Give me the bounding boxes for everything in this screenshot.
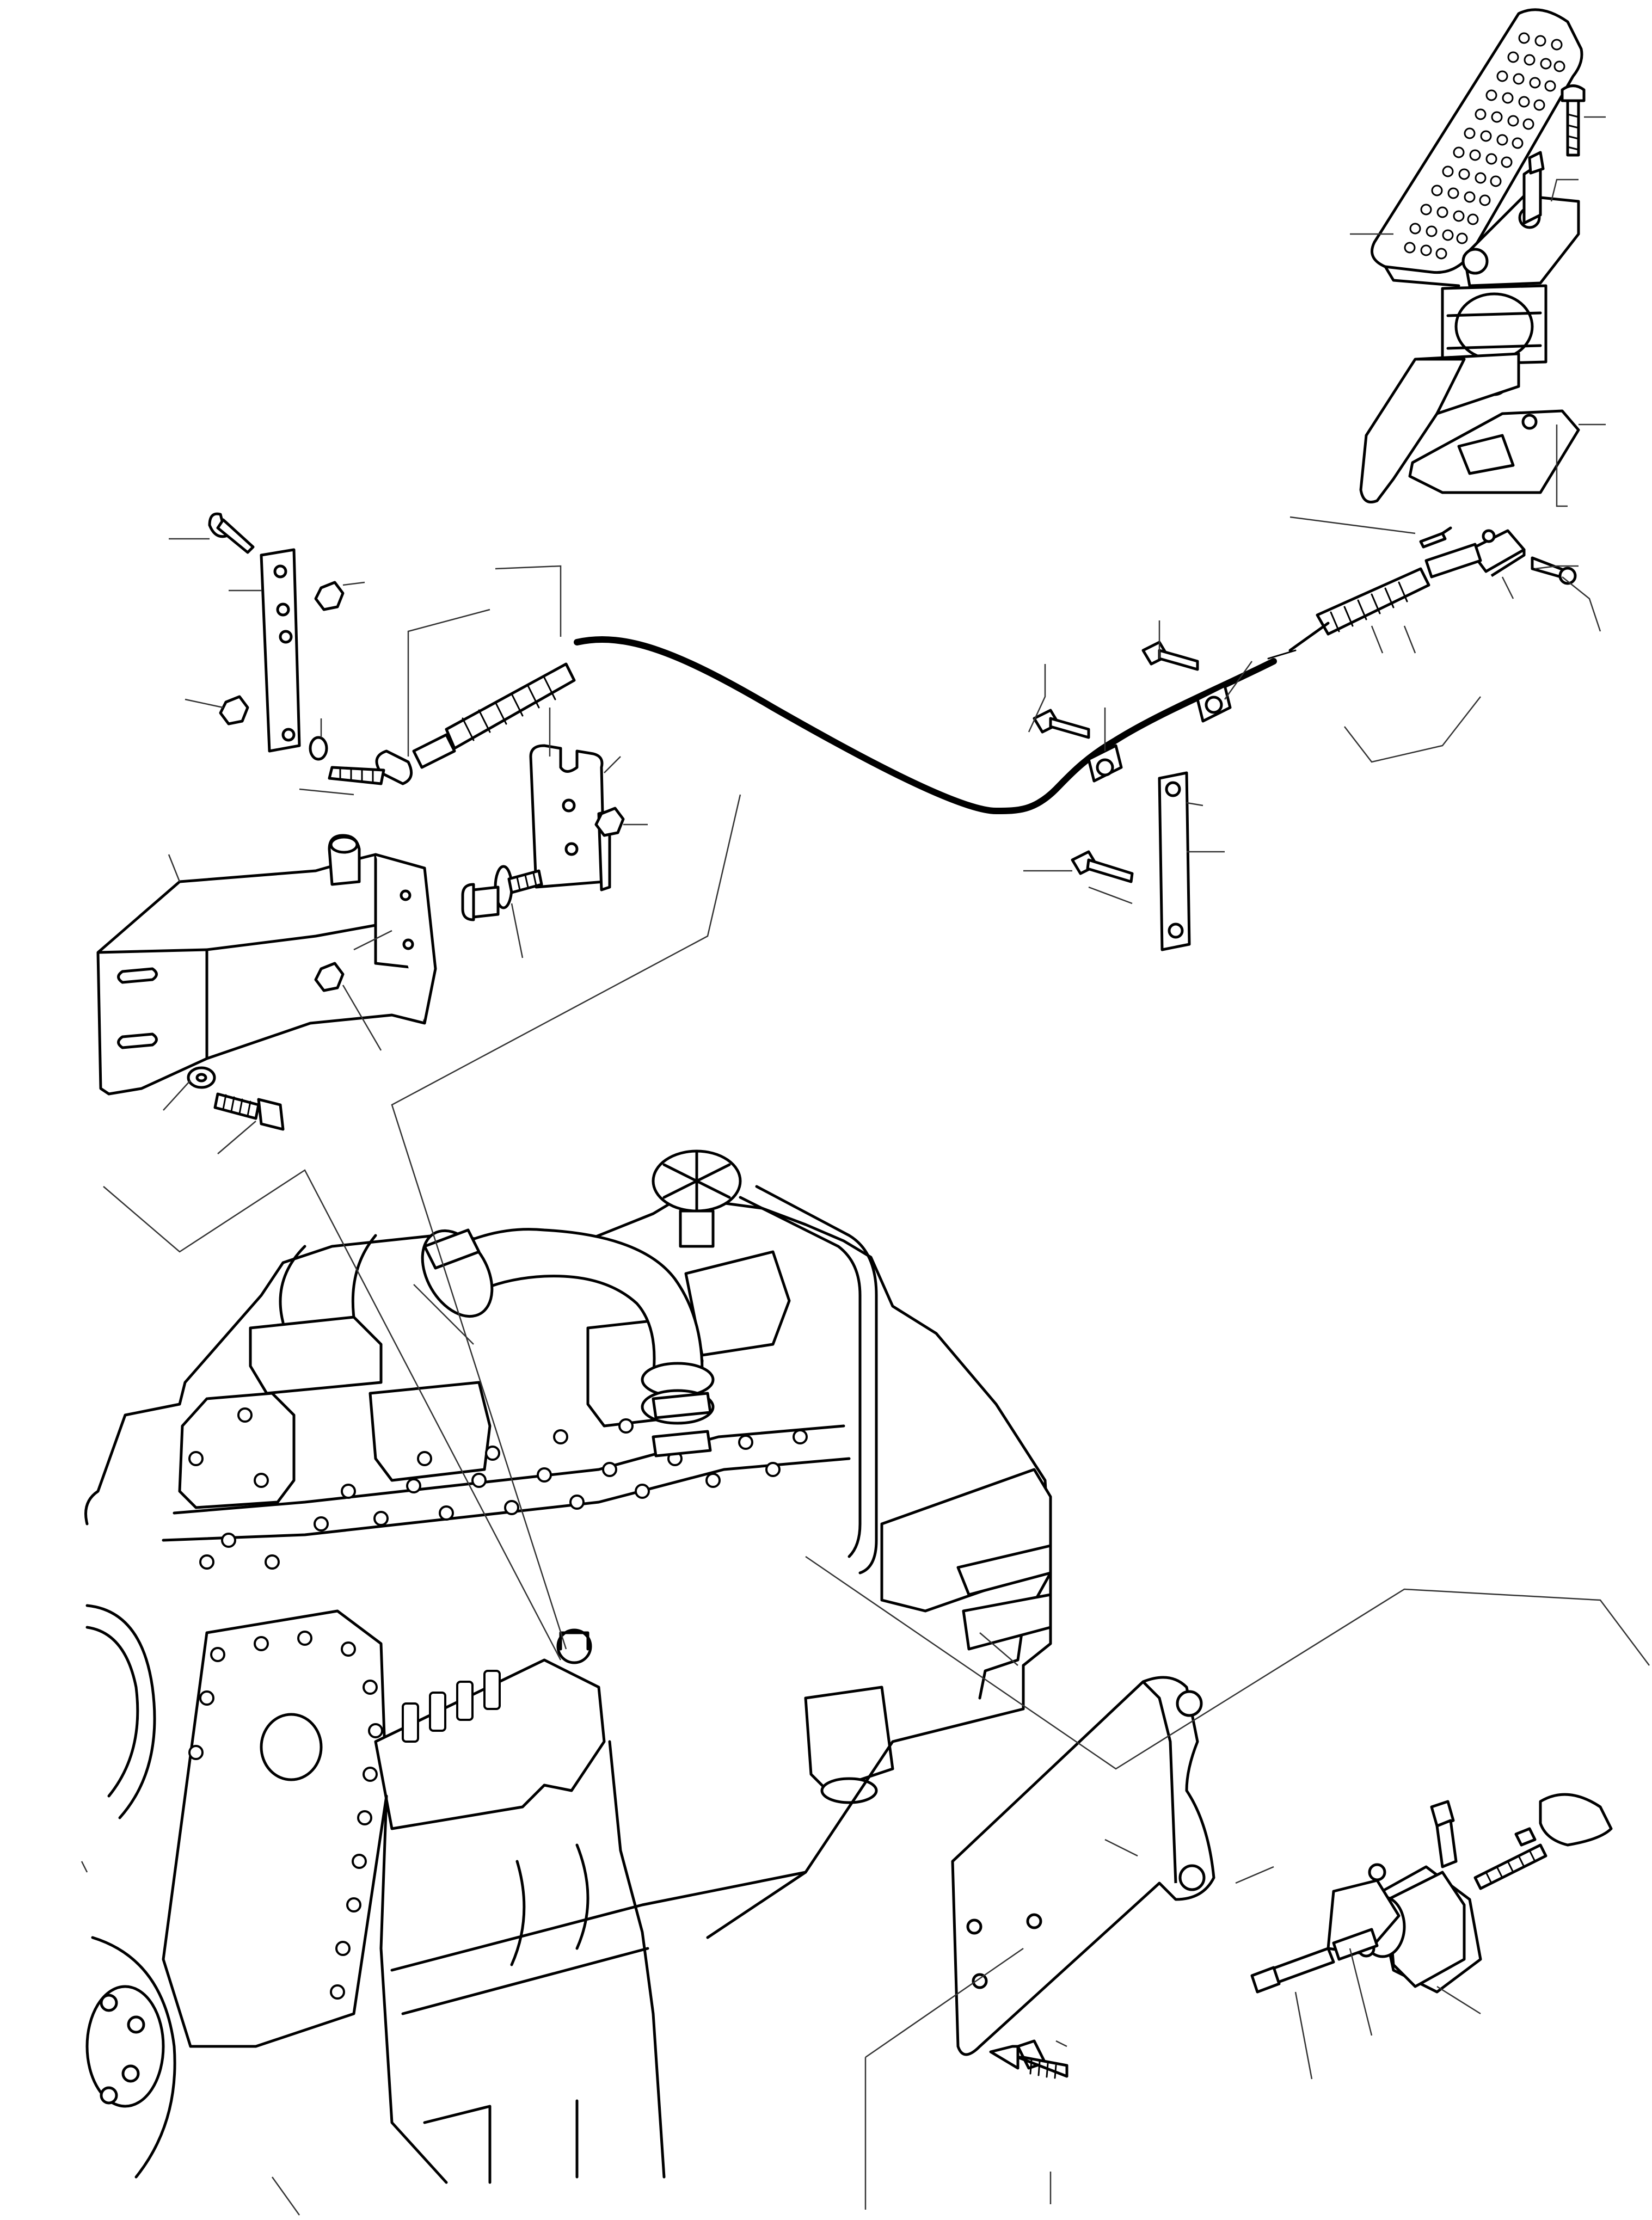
cable-clamps (1033, 641, 1232, 783)
left-cable-strap (208, 512, 345, 761)
cable-clamp-strap (1071, 771, 1191, 951)
cable-clevis-end (1419, 526, 1577, 585)
throttle-cable (328, 543, 1482, 815)
accelerator-pedal (1359, 8, 1586, 503)
cable-support-bracket (96, 834, 437, 1131)
engine-block (84, 1149, 1052, 2184)
leader-lines (81, 116, 1650, 2216)
pedal-grip-dots (1404, 32, 1565, 260)
slotted-cable-bracket (461, 744, 625, 921)
stop-solenoid (1250, 1793, 1613, 1994)
solenoid-mounting-bracket (951, 1676, 1215, 2079)
